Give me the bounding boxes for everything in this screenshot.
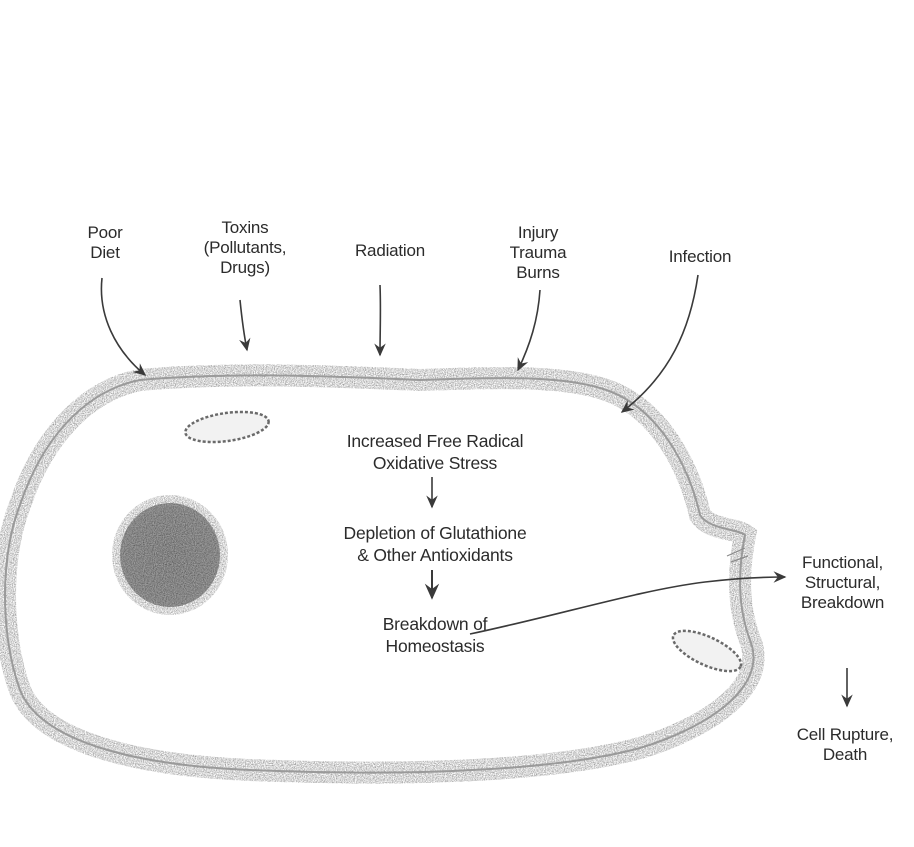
nucleus-core — [120, 503, 220, 607]
stressor-infection: Infection — [645, 247, 755, 267]
stressor-toxins: Toxins (Pollutants, Drugs) — [180, 218, 310, 278]
stressor-radiation: Radiation — [335, 241, 445, 261]
step-free-radical: Increased Free Radical Oxidative Stress — [300, 430, 570, 474]
poor-diet-arrow — [101, 278, 145, 375]
step-homeostasis-breakdown: Breakdown of Homeostasis — [330, 613, 540, 657]
toxins-arrow — [240, 300, 247, 350]
outcome-functional-breakdown: Functional, Structural, Breakdown — [780, 553, 905, 613]
stressor-poor-diet: Poor Diet — [70, 223, 140, 263]
step-glutathione-depletion: Depletion of Glutathione & Other Antioxi… — [300, 522, 570, 566]
outcome-cell-rupture: Cell Rupture, Death — [780, 725, 910, 765]
injury-arrow — [518, 290, 540, 370]
stressor-injury: Injury Trauma Burns — [488, 223, 588, 283]
